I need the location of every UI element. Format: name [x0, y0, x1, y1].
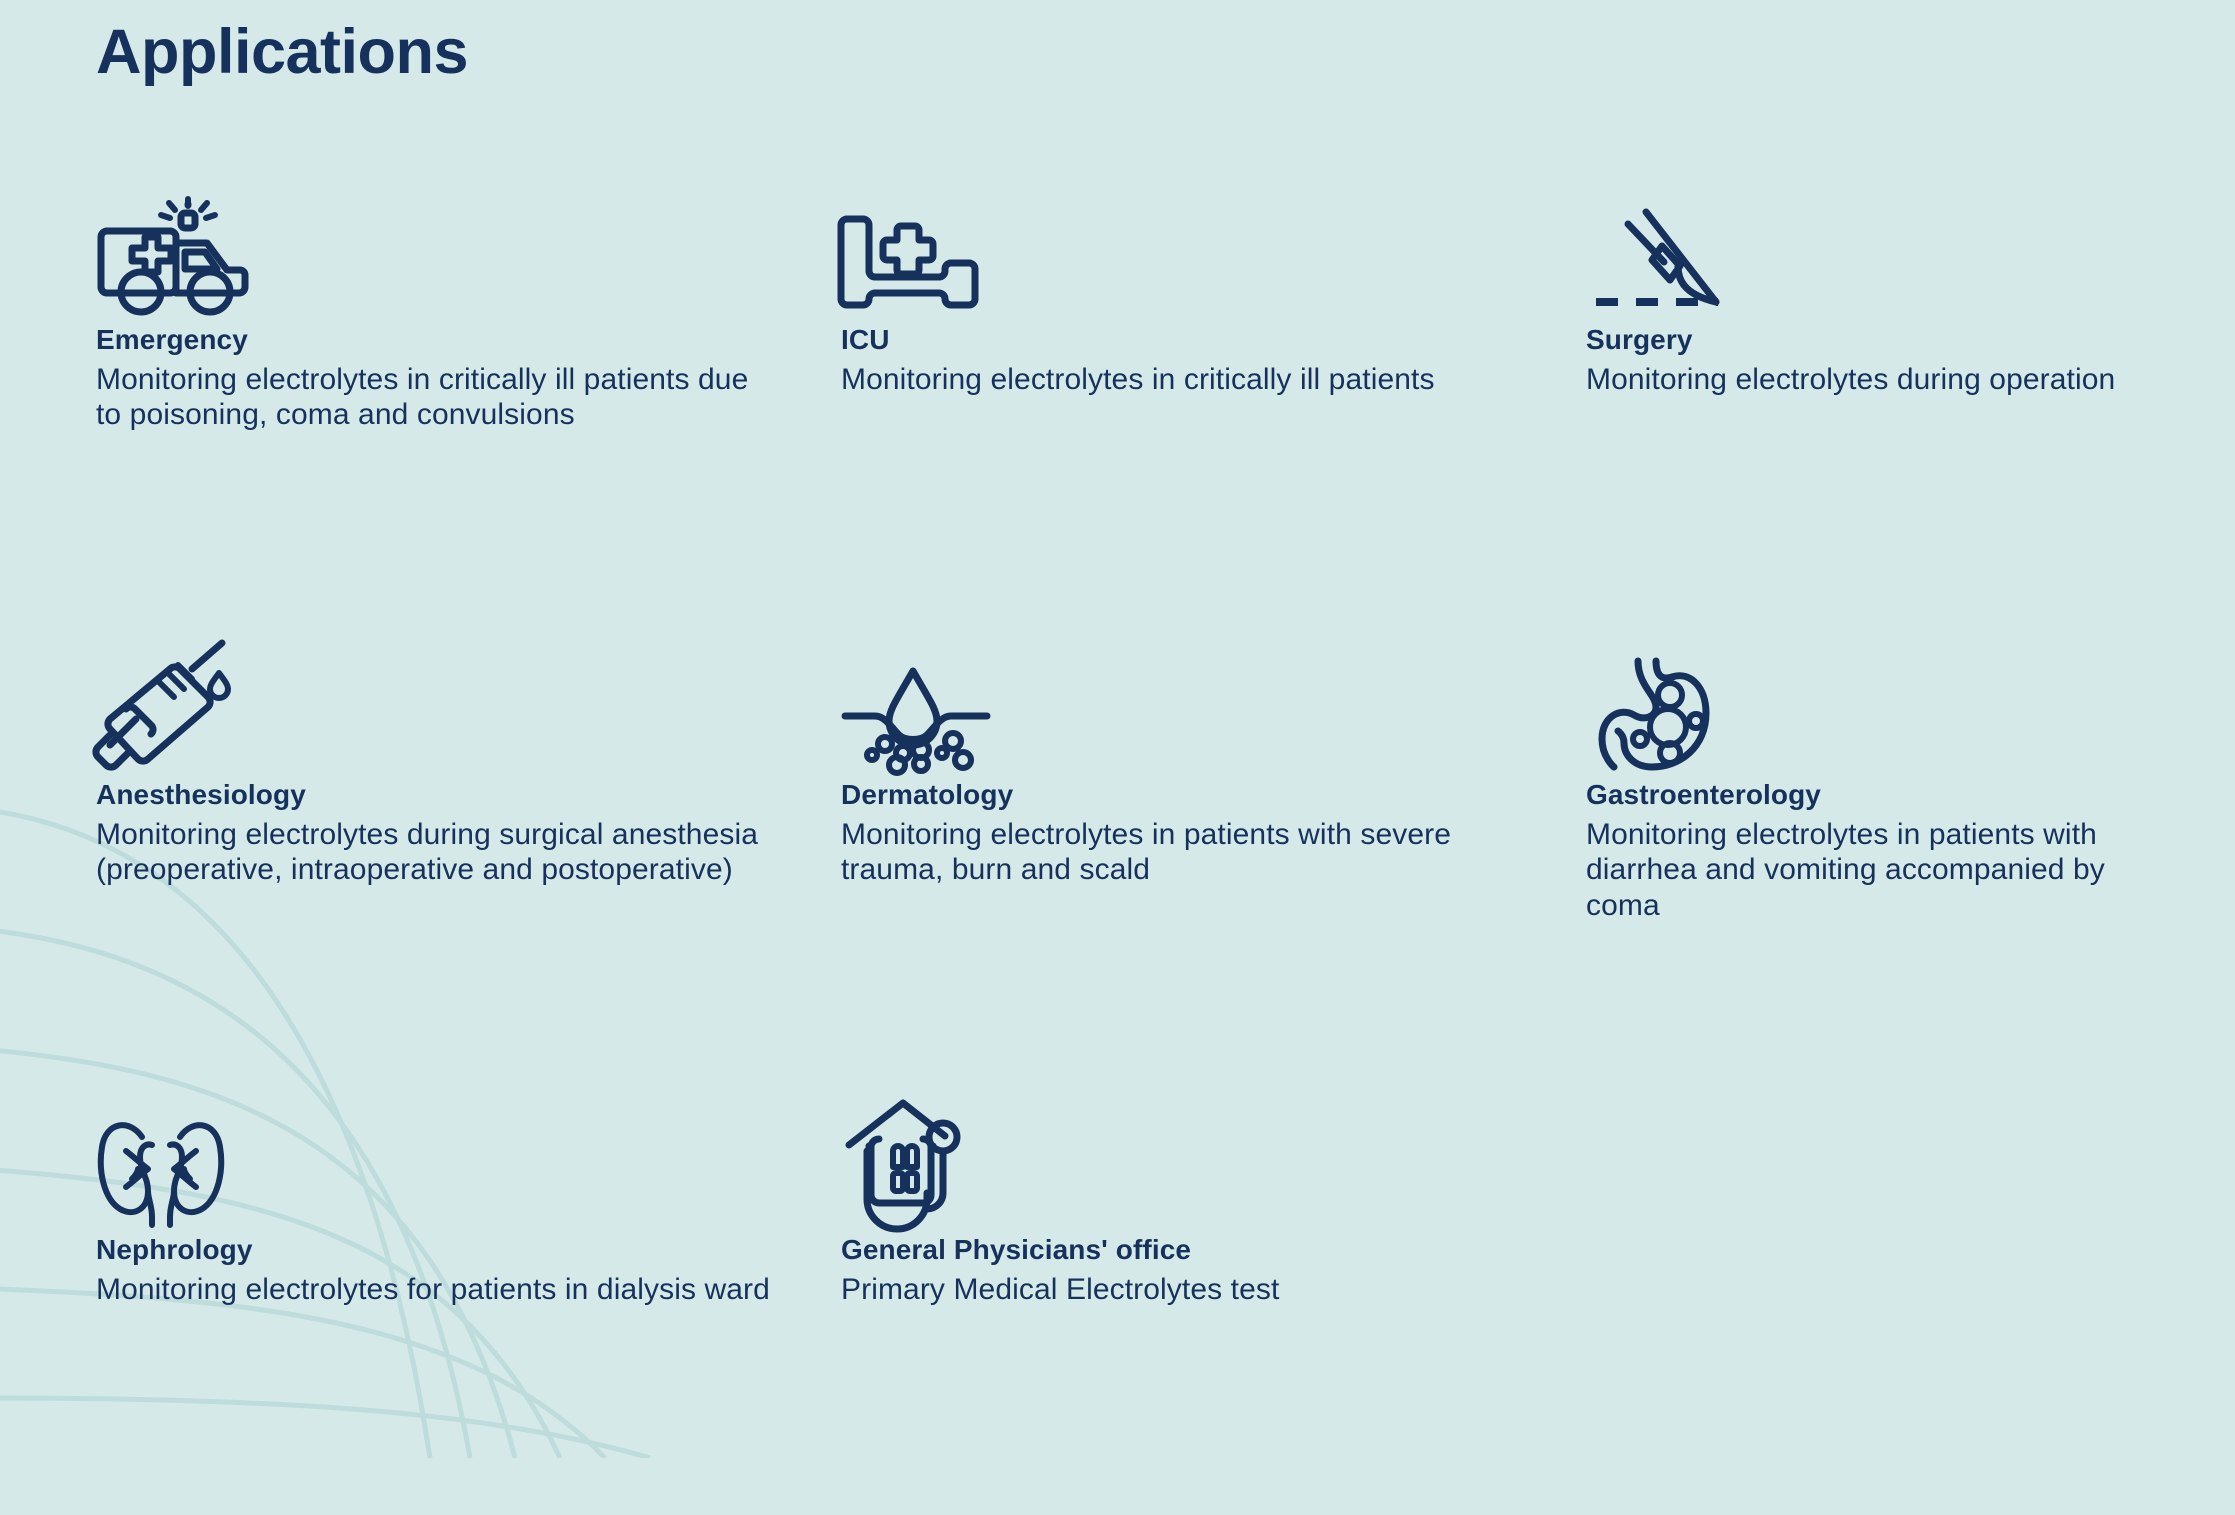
kidneys-icon	[96, 1060, 801, 1228]
card-description: Monitoring electrolytes in critically il…	[841, 362, 1435, 396]
application-card-anesthesiology: Anesthesiology Monitoring electrolytes d…	[92, 605, 841, 1060]
card-title: Nephrology	[96, 1234, 253, 1265]
application-card-dermatology: Dermatology Monitoring electrolytes in p…	[841, 605, 1586, 1060]
applications-page: Applications Emergency Monitoring electr…	[92, 17, 2115, 1306]
card-description: Monitoring electrolytes in patients with…	[1586, 817, 2105, 922]
card-description: Monitoring electrolytes in patients with…	[841, 817, 1451, 887]
application-card-icu: ICU Monitoring electrolytes in criticall…	[837, 150, 1586, 605]
application-card-general-physicians-office: General Physicians' office Primary Medic…	[841, 1060, 1586, 1515]
card-description: Monitoring electrolytes during operation	[1586, 362, 2116, 396]
skin-droplet-icon	[841, 605, 1546, 776]
applications-grid: Emergency Monitoring electrolytes in cri…	[92, 150, 2196, 1515]
card-description: Monitoring electrolytes for patients in …	[96, 1272, 770, 1306]
card-title: Anesthesiology	[96, 779, 306, 810]
card-title: Emergency	[96, 324, 248, 355]
card-title: Gastroenterology	[1586, 779, 1821, 810]
card-description: Monitoring electrolytes in critically il…	[96, 362, 749, 432]
application-card-gastroenterology: Gastroenterology Monitoring electrolytes…	[1586, 605, 2196, 1060]
scalpel-icon	[1586, 150, 2156, 315]
syringe-icon	[92, 605, 801, 771]
ambulance-icon	[96, 150, 801, 316]
stomach-icon	[1586, 605, 2156, 771]
application-card-surgery: Surgery Monitoring electrolytes during o…	[1586, 150, 2196, 605]
card-description: Primary Medical Electrolytes test	[841, 1272, 1280, 1306]
hospital-bed-icon	[837, 150, 1546, 315]
card-title: General Physicians' office	[841, 1234, 1192, 1265]
card-title: Dermatology	[841, 779, 1014, 810]
page-title: Applications	[96, 17, 469, 87]
application-card-emergency: Emergency Monitoring electrolytes in cri…	[96, 150, 841, 605]
card-title: Surgery	[1586, 324, 1693, 355]
house-stethoscope-icon	[841, 1060, 1546, 1233]
card-description: Monitoring electrolytes during surgical …	[96, 817, 759, 887]
card-title: ICU	[841, 324, 890, 355]
application-card-nephrology: Nephrology Monitoring electrolytes for p…	[96, 1060, 841, 1515]
